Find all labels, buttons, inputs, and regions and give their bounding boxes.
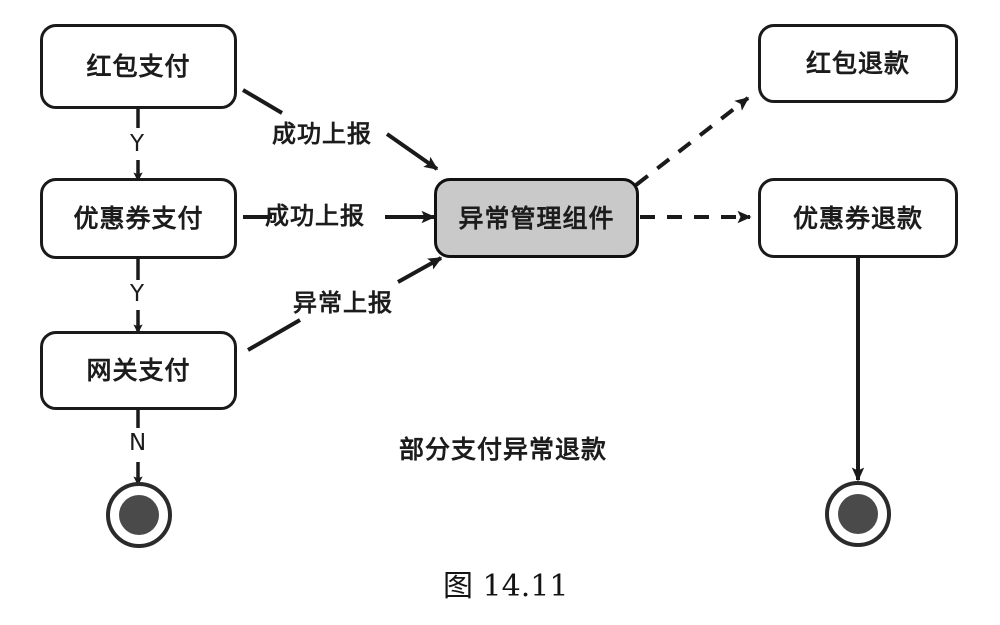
node-coupon-pay[interactable]: 优惠券支付 (40, 178, 237, 259)
end-node-left (106, 482, 172, 548)
node-redpacket-refund-label: 红包退款 (805, 49, 910, 78)
node-coupon-refund[interactable]: 优惠券退款 (758, 178, 958, 258)
edge-label-redpacket-success: 成功上报 (272, 120, 372, 148)
node-exception-manager-label: 异常管理组件 (458, 203, 615, 233)
branch-label-coupon-to-gateway: Y (130, 281, 145, 307)
node-redpacket-refund[interactable]: 红包退款 (758, 24, 958, 103)
connector-to-redpacket-refund (634, 96, 750, 187)
branch-label-gateway-to-end: N (129, 430, 147, 456)
node-gateway-pay-label: 网关支付 (86, 356, 191, 385)
edge-label-coupon-success: 成功上报 (265, 202, 365, 230)
branch-label-redpacket-to-coupon: Y (130, 131, 145, 157)
diagram-title: 部分支付异常退款 (399, 435, 608, 464)
node-redpacket-pay-label: 红包支付 (86, 52, 191, 81)
node-redpacket-pay[interactable]: 红包支付 (40, 24, 237, 109)
connector-redpacket-success (241, 88, 439, 171)
node-exception-manager[interactable]: 异常管理组件 (434, 178, 639, 258)
node-coupon-pay-label: 优惠券支付 (73, 204, 204, 233)
end-node-right (825, 481, 891, 547)
connector-gateway-exception (247, 256, 443, 352)
edge-label-gateway-exception: 异常上报 (293, 289, 393, 317)
node-gateway-pay[interactable]: 网关支付 (40, 331, 237, 410)
figure-caption: 图 14.11 (443, 569, 569, 604)
node-coupon-refund-label: 优惠券退款 (792, 203, 923, 233)
